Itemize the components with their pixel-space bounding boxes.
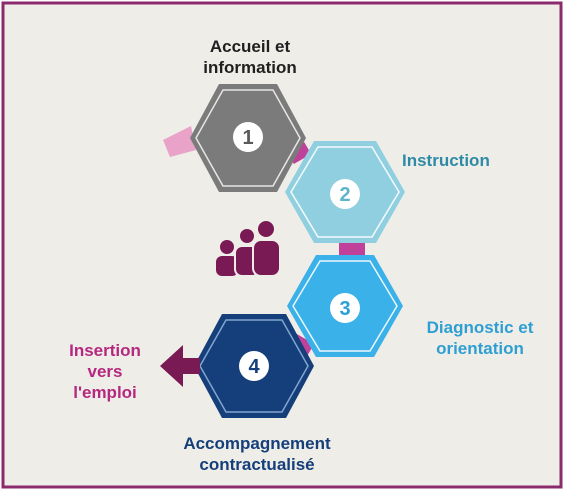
arrow-left-icon: [160, 345, 200, 387]
step-4-hexagon: 4: [194, 314, 314, 418]
step-1-label-line1: Accueil et: [209, 37, 291, 56]
step-3-label-line2: orientation: [436, 339, 524, 358]
step-1-outline: [195, 89, 301, 187]
step-1-label-line2: information: [203, 58, 297, 77]
people-group-icon: [216, 219, 281, 277]
connector-tab-start: [163, 126, 196, 157]
step-4-number: 4: [248, 356, 260, 378]
step-4-label-line1: Accompagnement: [183, 434, 331, 453]
step-4-outline: [199, 319, 309, 413]
step-3-label-line1: Diagnostic et: [426, 318, 534, 337]
step-2-label: Instruction: [402, 151, 490, 170]
step-3-badge: [330, 293, 360, 323]
step-4-label-line2: contractualisé: [199, 455, 315, 474]
outcome-label: Insertion vers l'emploi: [60, 340, 150, 403]
step-4-badge: [239, 351, 269, 381]
connector-2-3: [339, 242, 365, 256]
step-2-number: 2: [339, 184, 350, 206]
outcome-label-line2: vers: [87, 362, 123, 381]
outcome-label-line1: Insertion: [69, 341, 141, 360]
step-3-hexagon: 3: [287, 255, 403, 357]
step-1-number: 1: [242, 127, 253, 149]
step-3-number: 3: [339, 298, 350, 320]
step-3-outline: [292, 260, 398, 352]
step-2-badge: [330, 179, 360, 209]
step-3-label: Diagnostic et orientation: [420, 317, 540, 359]
step-4-label: Accompagnement contractualisé: [172, 433, 342, 475]
step-1-label: Accueil et information: [202, 36, 298, 78]
step-1-badge: [233, 122, 263, 152]
step-1-hexagon: 1: [190, 84, 306, 192]
step-2-outline: [290, 146, 400, 238]
outcome-label-line3: l'emploi: [73, 383, 137, 402]
step-2-hexagon: 2: [285, 141, 405, 243]
